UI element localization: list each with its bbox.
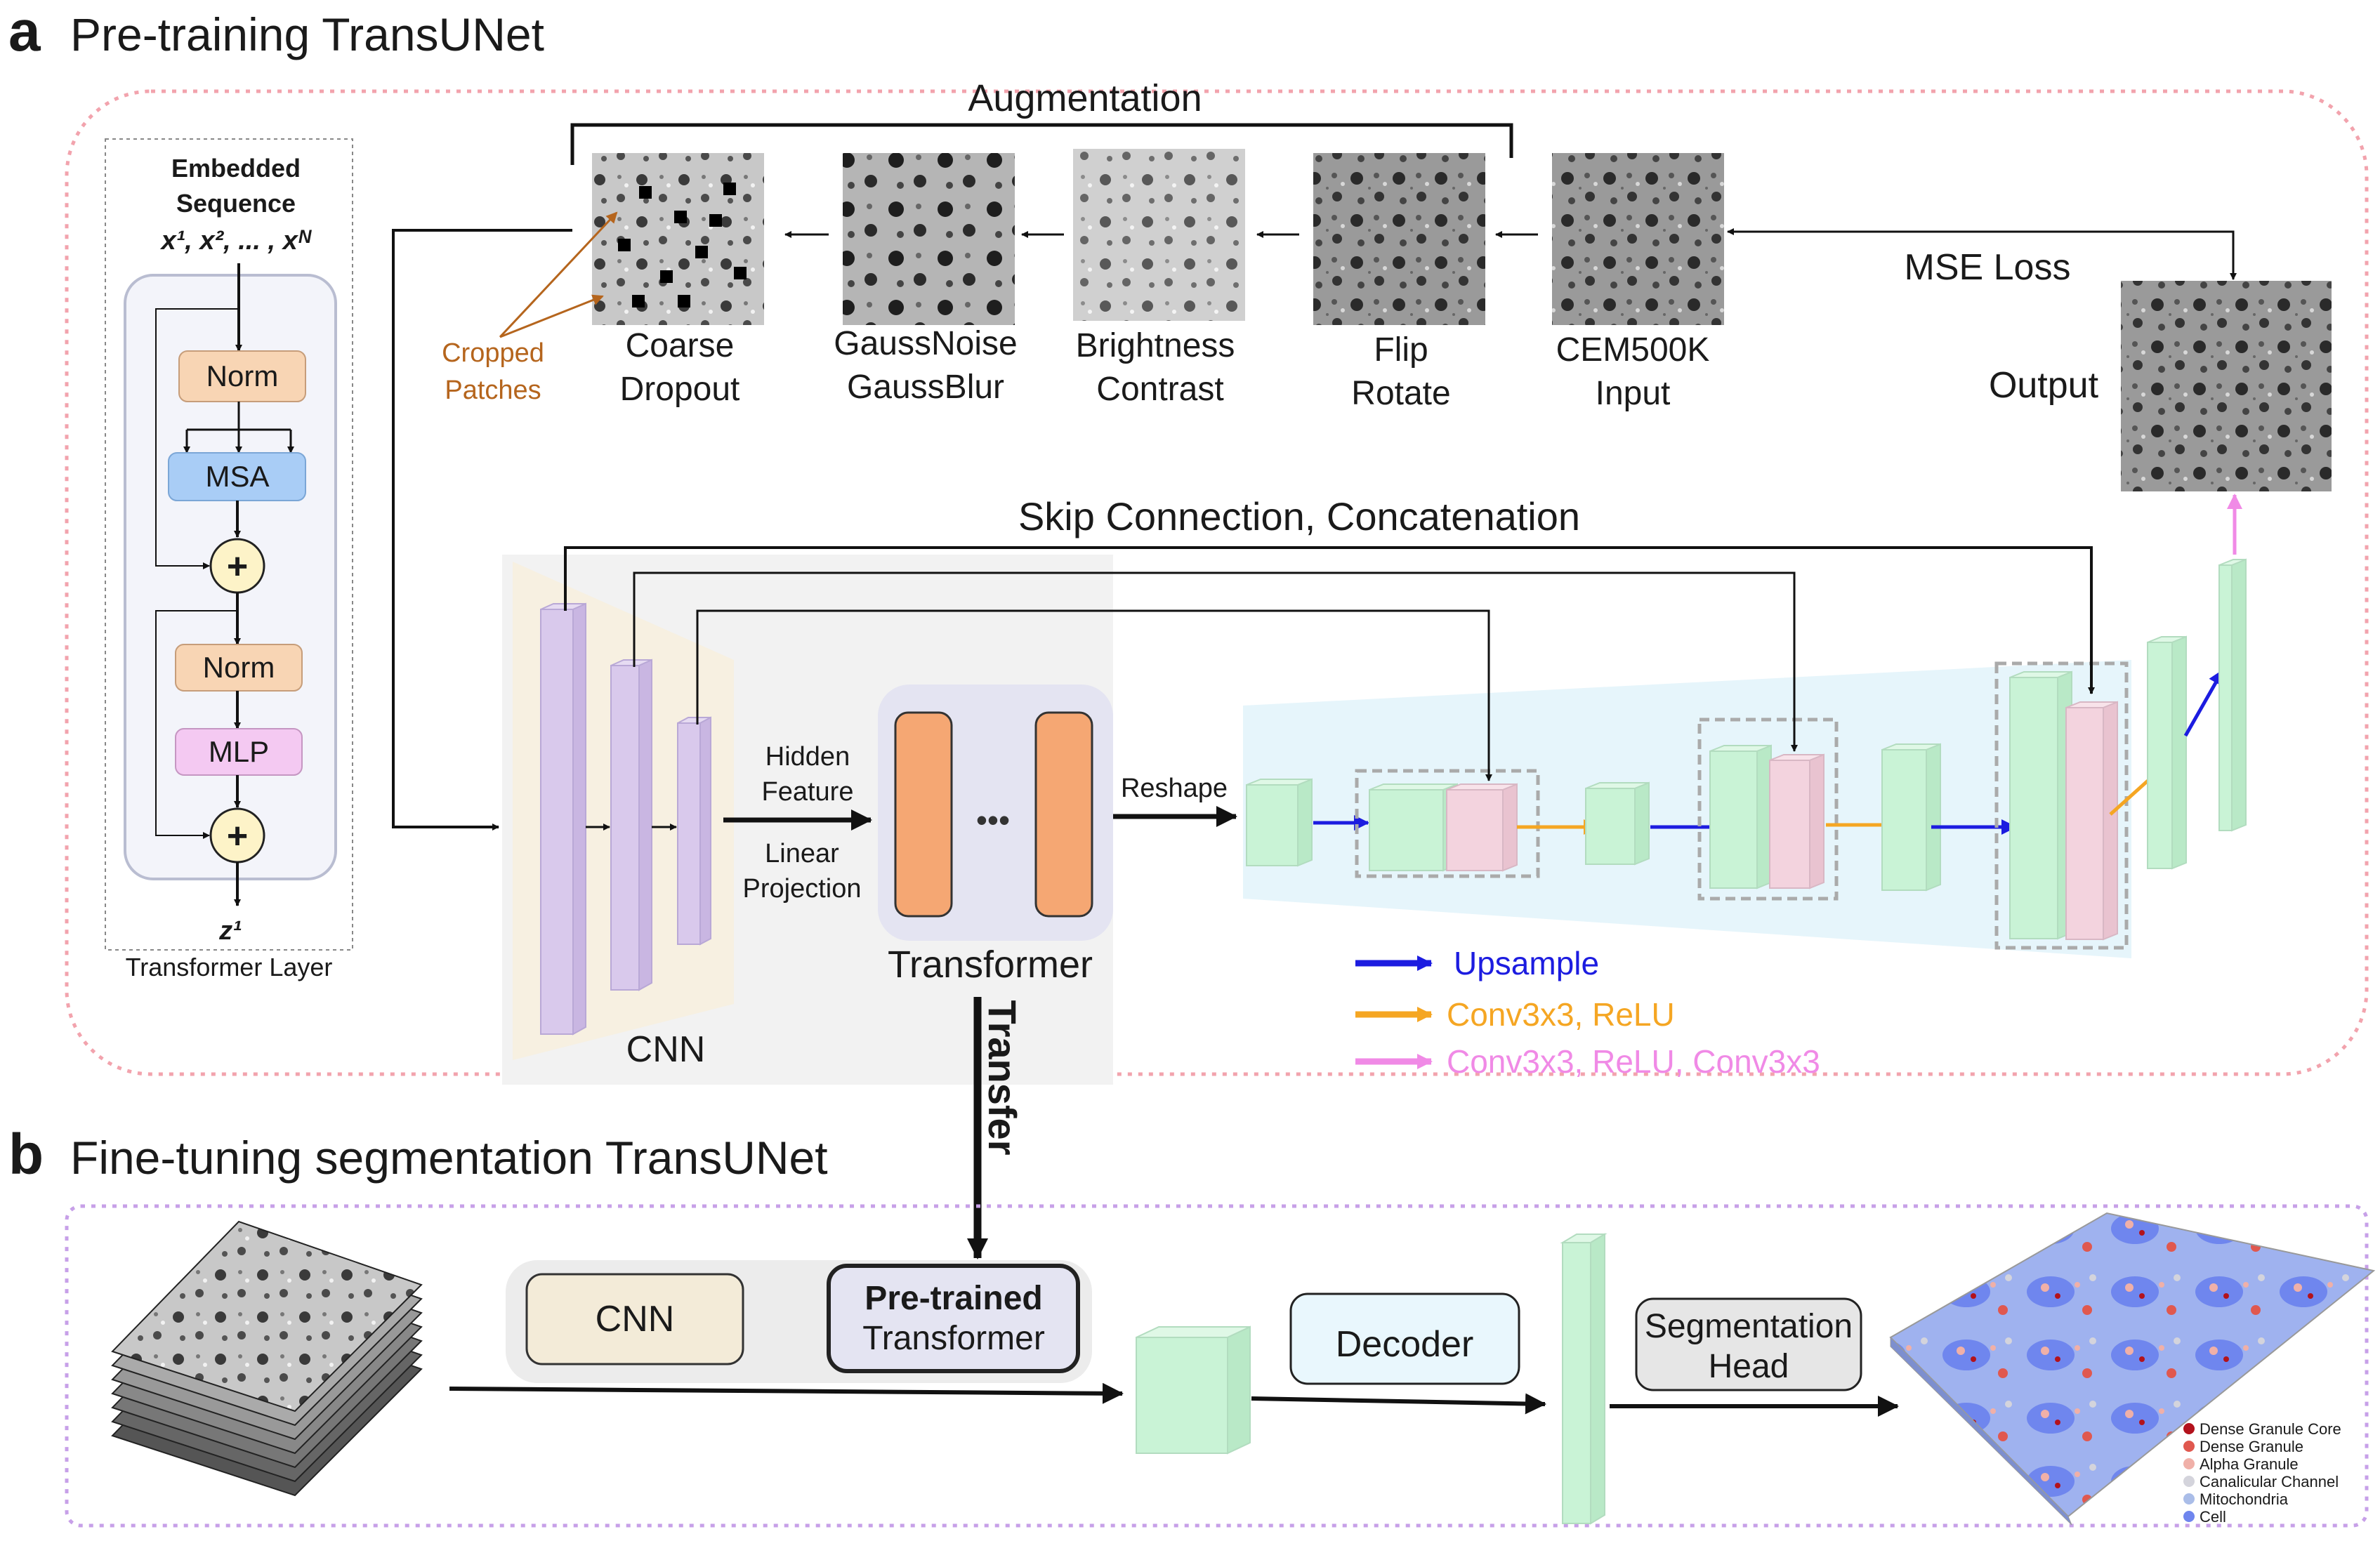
class-label-3: Alpha Granule (2200, 1455, 2299, 1473)
pretrained-box (827, 1264, 1080, 1373)
mse-loss-label: MSE Loss (1905, 247, 2071, 288)
norm1-box (178, 350, 306, 402)
panel-a-title: Pre-training TransUNet (70, 8, 544, 60)
aug-caption-3a: Brightness (1076, 327, 1235, 364)
aug-caption-4b: Rotate (1351, 375, 1450, 412)
cnn-block-2 (610, 659, 652, 991)
cropped-label-2: Patches (445, 376, 541, 405)
panel-a-letter: a (8, 0, 41, 63)
class-label-2: Dense Granule (2200, 1438, 2303, 1455)
class-dot-6 (2183, 1511, 2195, 1522)
segmentation-volume (1889, 1212, 2376, 1526)
class-label-6: Cell (2200, 1508, 2226, 1526)
plus-2: + (227, 816, 248, 857)
skip-connection-label: Skip Connection, Concatenation (1018, 494, 1580, 538)
aug-caption-1a: Coarse (626, 327, 735, 364)
decoder-block-8 (2218, 558, 2247, 832)
aug-caption-5a: CEM500K (1556, 331, 1710, 369)
aug-caption-4a: Flip (1374, 331, 1428, 369)
aug-image-gauss (843, 153, 1015, 325)
transformer-block-right (1034, 711, 1093, 918)
linear-proj-2: Projection (743, 874, 862, 904)
aug-caption-3b: Contrast (1096, 371, 1223, 408)
panel-b-letter: b (8, 1123, 44, 1186)
decoder-block-2 (1369, 783, 1518, 872)
aug-image-brightness (1073, 149, 1245, 321)
norm1-label: Norm (206, 359, 279, 392)
aug-image-coarse-dropout (592, 153, 764, 325)
transformer-layer-caption: Transformer Layer (126, 953, 333, 981)
transfer-label: Transfer (980, 1000, 1025, 1156)
hidden-feature-1: Hidden (765, 742, 850, 772)
concat-box-1 (1355, 769, 1540, 878)
cnn-block-3 (677, 716, 711, 946)
transformer-block-left (894, 711, 953, 918)
decoder-label: Decoder (1336, 1324, 1474, 1365)
class-dot-4 (2183, 1476, 2195, 1487)
output-label: Output (1989, 365, 2099, 406)
plus-1: + (227, 546, 248, 587)
aug-caption-2a: GaussNoise (834, 325, 1017, 362)
cnn-block-1 (540, 602, 586, 1036)
seg-head-label-1: Segmentation (1645, 1308, 1853, 1345)
cnn-label: CNN (626, 1029, 706, 1070)
aug-image-flip (1313, 153, 1485, 325)
pretrained-label-1: Pre-trained (864, 1280, 1042, 1317)
embedded-seq-line2: Sequence (176, 189, 296, 218)
legend-conv2-label: Conv3x3, ReLU, Conv3x3 (1447, 1043, 1820, 1080)
decoder-output-slab (1560, 1233, 1608, 1525)
decoder-block-7 (2147, 635, 2187, 870)
linear-proj-1: Linear (765, 839, 839, 868)
cropped-label-1: Cropped (442, 338, 544, 368)
em-stack (111, 1220, 423, 1497)
norm2-label: Norm (203, 651, 275, 684)
aug-caption-2b: GaussBlur (847, 369, 1004, 406)
aug-caption-1b: Dropout (620, 371, 740, 408)
decoder-block-4 (1709, 744, 1825, 889)
class-dot-3 (2183, 1458, 2195, 1469)
feature-cube-b (1136, 1325, 1251, 1455)
transformer-label: Transformer (888, 944, 1093, 986)
output-image (2121, 281, 2332, 491)
class-dot-5 (2183, 1493, 2195, 1504)
z1-output: z¹ (218, 916, 242, 946)
reshape-label: Reshape (1121, 774, 1228, 803)
transformer-dots: ••• (976, 802, 1010, 838)
augmentation-label: Augmentation (968, 77, 1202, 119)
class-label-5: Mitochondria (2200, 1490, 2289, 1508)
seg-head-box (1635, 1297, 1862, 1391)
panel-b-title: Fine-tuning segmentation TransUNet (70, 1132, 828, 1184)
aug-caption-5b: Input (1596, 375, 1671, 412)
class-dot-1 (2183, 1423, 2195, 1434)
legend-conv-label: Conv3x3, ReLU (1447, 996, 1675, 1033)
pretrained-label-2: Transformer (862, 1320, 1045, 1357)
transformer-layer-inset: Embedded Sequence x¹, x², ... , xᴺ Norm … (105, 138, 353, 981)
cnn-label-b: CNN (596, 1299, 675, 1340)
concat-box-2 (1697, 717, 1839, 901)
decoder-block-3 (1585, 781, 1650, 866)
panel-a-border (65, 89, 2369, 1076)
decoder-block-5 (1881, 743, 1941, 892)
concat-box-3 (1994, 661, 2129, 950)
seg-head-label-2: Head (1709, 1348, 1789, 1385)
decoder-block-1 (1246, 778, 1313, 867)
decoder-box (1289, 1292, 1520, 1385)
legend-upsample-label: Upsample (1454, 945, 1599, 981)
class-label-1: Dense Granule Core (2200, 1420, 2341, 1438)
decoder-block-6 (2009, 670, 2118, 941)
hidden-feature-2: Feature (762, 777, 854, 807)
panel-b-border (65, 1204, 2369, 1528)
mlp-label: MLP (209, 735, 269, 768)
embedded-seq-line3: x¹, x², ... , xᴺ (159, 226, 312, 256)
class-label-4: Canalicular Channel (2200, 1473, 2339, 1490)
aug-image-input (1552, 153, 1724, 325)
class-dot-2 (2183, 1441, 2195, 1452)
cnn-box-b (525, 1273, 744, 1365)
msa-label: MSA (205, 460, 269, 493)
embedded-seq-line1: Embedded (171, 154, 301, 183)
